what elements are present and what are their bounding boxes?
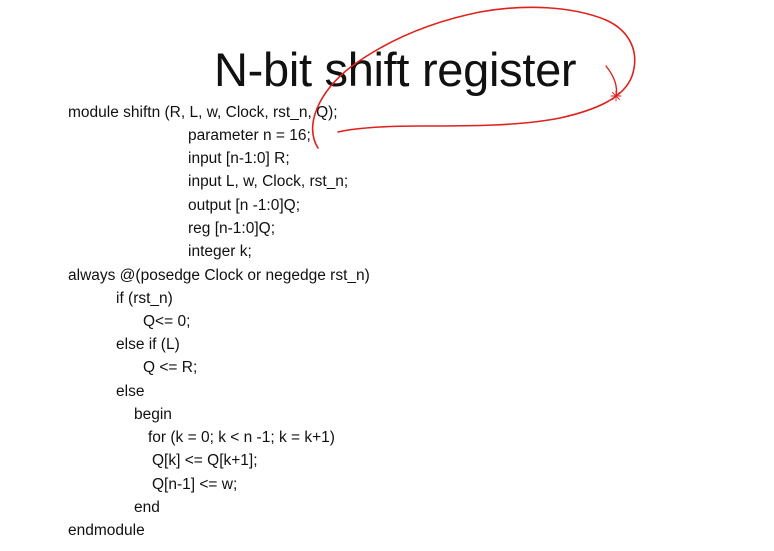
code-line: end	[134, 499, 160, 516]
code-line: else if (L)	[116, 336, 180, 353]
code-line: if (rst_n)	[116, 290, 173, 307]
slide-title: N-bit shift register	[214, 43, 577, 96]
code-line: else	[116, 383, 145, 400]
code-line: Q[n-1] <= w;	[152, 476, 238, 493]
code-line: output [n -1:0]Q;	[188, 197, 301, 214]
code-line: integer k;	[188, 243, 252, 260]
code-line: begin	[134, 406, 172, 423]
cursor-sparkle-icon	[610, 90, 622, 102]
code-line: Q[k] <= Q[k+1];	[152, 452, 258, 469]
code-line: endmodule	[68, 522, 145, 539]
code-line: parameter n = 16;	[188, 127, 311, 144]
code-line: input [n-1:0] R;	[188, 150, 290, 167]
code-line: module shiftn (R, L, w, Clock, rst_n, Q)…	[68, 104, 338, 121]
code-line: Q<= 0;	[143, 313, 191, 330]
code-line: for (k = 0; k < n -1; k = k+1)	[148, 429, 335, 446]
ink-tail	[605, 65, 618, 97]
code-line: reg [n-1:0]Q;	[188, 220, 276, 237]
code-line: input L, w, Clock, rst_n;	[188, 173, 349, 190]
code-line: always @(posedge Clock or negedge rst_n)	[68, 267, 370, 284]
code-line: Q <= R;	[143, 359, 198, 376]
